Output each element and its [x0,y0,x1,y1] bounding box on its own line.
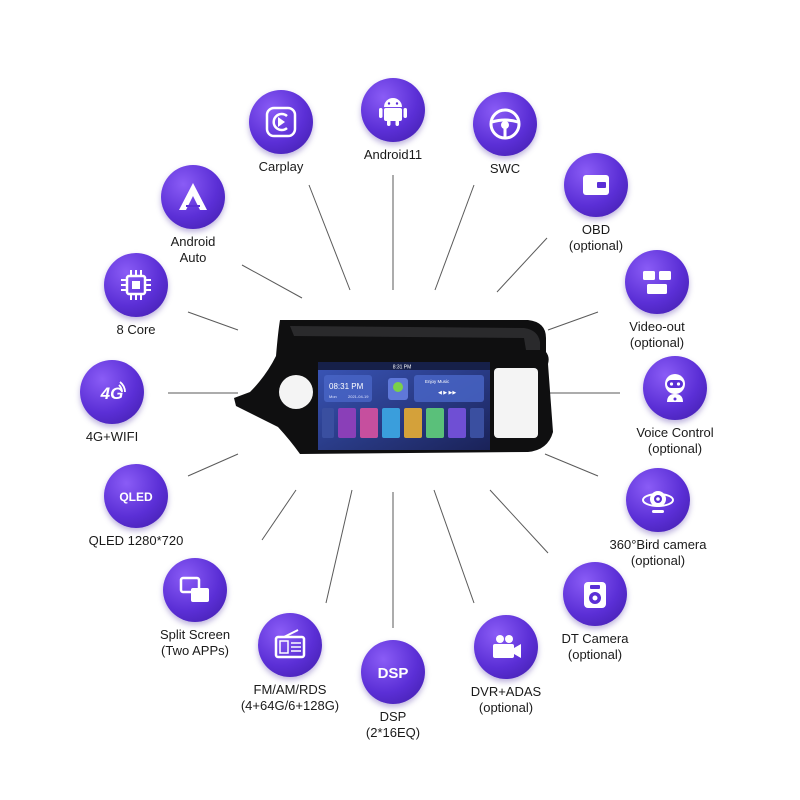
app-dock [322,408,484,438]
feature-obd: OBD (optional) [521,153,671,254]
feature-label: Split Screen (Two APPs) [159,627,231,658]
360-camera-icon [626,468,690,532]
svg-text:◀ ▶ ▶▶: ◀ ▶ ▶▶ [438,390,456,396]
side-vent [494,368,538,438]
dsp-icon: DSP [361,640,425,704]
date-day: Mon [329,394,337,399]
feature-8core: 8 Core [61,253,211,338]
feature-video-out: Video-out (optional) [582,250,732,351]
feature-radio: FM/AM/RDS (4+64G/6+128G) [215,613,365,714]
feature-dsp: DSP DSP (2*16EQ) [318,640,468,741]
feature-dvr: DVR+ADAS (optional) [431,615,581,716]
feature-label: Android Auto [170,234,216,265]
feature-android-auto: Android Auto [118,165,268,266]
obd-icon [564,153,628,217]
feature-dtcam: DT Camera (optional) [520,562,670,663]
svg-text:DSP: DSP [378,665,409,682]
feature-360cam: 360°Bird camera (optional) [583,468,733,569]
android-robot-icon [361,78,425,142]
svg-text:QLED: QLED [119,490,153,504]
feature-label: DVR+ADAS (optional) [470,684,542,715]
feature-label: 4G+WIFI [85,429,139,444]
split-screen-icon [163,558,227,622]
radio-icon [258,613,322,677]
4g-icon: 4G [80,360,144,424]
feature-qled: QLED QLED 1280*720 [61,464,211,549]
feature-label: 8 Core [116,322,156,337]
status-time: 8:31 PM [393,365,412,371]
feature-label: QLED 1280*720 [88,533,184,548]
carplay-icon [249,90,313,154]
feature-label: SWC [489,161,521,176]
feature-label: Carplay [258,159,304,174]
feature-voice: Voice Control (optional) [600,356,750,457]
feature-label: DT Camera (optional) [561,631,629,662]
clock-text: 08:31 PM [329,382,364,391]
clock-widget [324,375,372,402]
feature-label: 360°Bird camera (optional) [609,537,707,568]
feature-label: FM/AM/RDS (4+64G/6+128G) [240,682,340,713]
feature-label: OBD (optional) [568,222,624,253]
android-auto-icon [161,165,225,229]
feature-android11: Android11 [318,78,468,163]
left-vent [279,375,313,409]
feature-carplay: Carplay [206,90,356,175]
feature-label: DSP (2*16EQ) [365,709,421,740]
voice-robot-icon [643,356,707,420]
qled-icon: QLED [104,464,168,528]
music-title: Enjoy Music [425,379,450,384]
head-unit-image: 8:31 PM 08:31 PM Mon 2021-04-19 Enjoy Mu… [234,320,553,454]
feature-label: Voice Control (optional) [636,425,714,456]
dash-camera-icon [563,562,627,626]
video-out-icon [625,250,689,314]
music-widget [414,375,484,402]
svg-text:4G: 4G [100,384,124,403]
feature-label: Video-out (optional) [629,319,685,350]
feature-4g-wifi: 4G 4G+WIFI [37,360,187,445]
date-text: 2021-04-19 [348,394,369,399]
steering-wheel-icon [473,92,537,156]
chip-icon [104,253,168,317]
feature-split: Split Screen (Two APPs) [120,558,270,659]
dvr-camera-icon [474,615,538,679]
feature-swc: SWC [430,92,580,177]
feature-label: Android11 [363,147,423,162]
